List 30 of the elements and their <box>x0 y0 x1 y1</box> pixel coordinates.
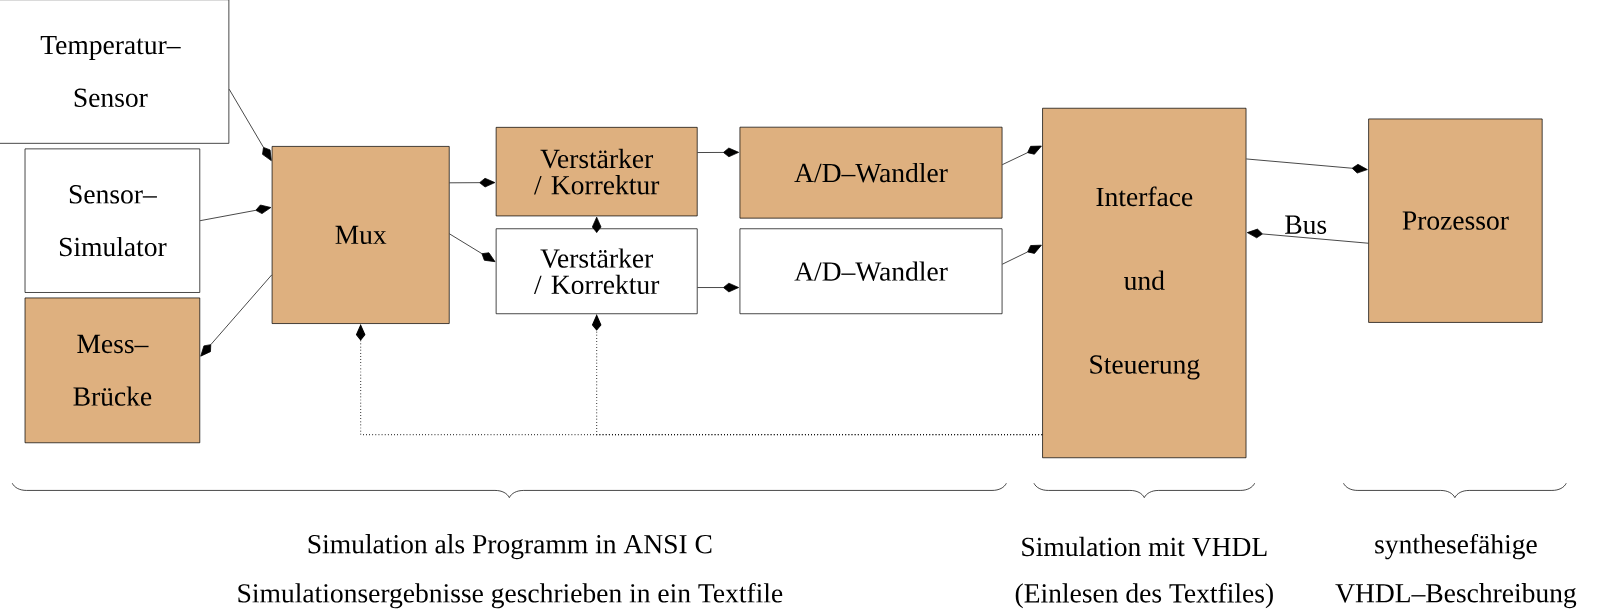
process-box: Verstärker / Korrektur <box>495 228 698 315</box>
process-box: Temperatur– Sensor <box>0 0 230 144</box>
arrow <box>200 274 273 357</box>
process-box: Mux <box>271 146 450 324</box>
caption-text: (Einlesen des Textfiles) <box>1015 583 1273 609</box>
process-box: Sensor– Simulator <box>24 148 201 293</box>
process-box: Interface und Steuerung <box>1042 107 1247 459</box>
arrow <box>199 204 272 222</box>
arrow <box>1002 244 1042 265</box>
arrow <box>1246 158 1368 174</box>
process-box: Mess– Brücke <box>24 297 201 444</box>
arrow <box>1002 145 1042 165</box>
dotted-arrow <box>591 314 1043 436</box>
arrow <box>697 282 740 293</box>
arrow <box>591 216 602 233</box>
process-box: A/D–Wandler <box>739 228 1003 315</box>
bus-label: Bus <box>1285 215 1327 234</box>
caption-text: VHDL–Beschreibung <box>1335 583 1577 609</box>
arrow <box>697 147 740 158</box>
arrow <box>228 88 272 161</box>
process-box: A/D–Wandler <box>739 126 1003 219</box>
arrow <box>449 233 496 262</box>
caption-text: Simulationsergebnisse geschrieben in ein Textfile <box>238 582 783 609</box>
process-box: Verstärker / Korrektur <box>495 126 698 217</box>
caption-text: synthesefähige <box>1375 533 1537 560</box>
arrow <box>1246 228 1369 244</box>
arrow <box>449 177 496 188</box>
caption-text: Simulation mit VHDL <box>1022 536 1267 557</box>
process-box: Prozessor <box>1368 118 1543 323</box>
caption-text: Simulation als Programm in ANSI C <box>308 534 712 560</box>
